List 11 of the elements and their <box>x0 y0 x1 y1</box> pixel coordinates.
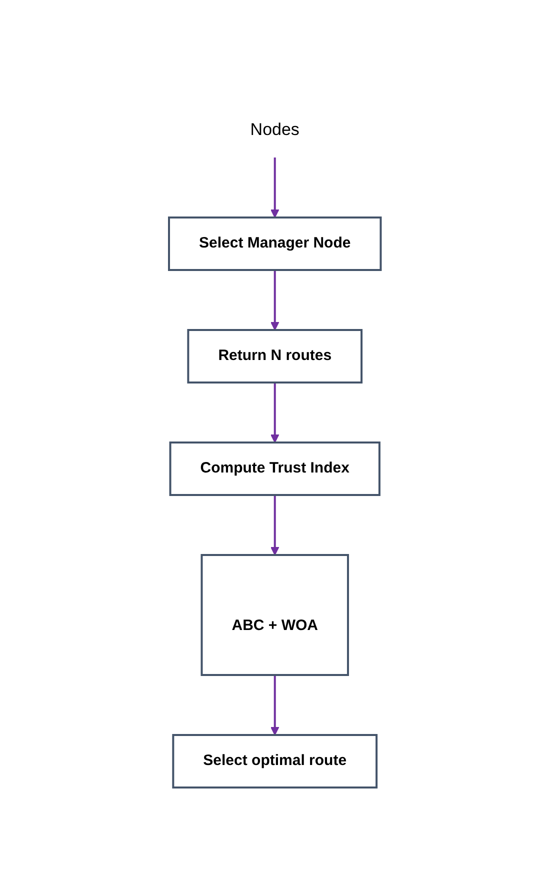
node-box: Select Manager Node <box>168 216 382 272</box>
node-box: Return N routes <box>186 329 362 384</box>
node-box: Select optimal route <box>172 734 378 789</box>
arrow <box>270 675 279 736</box>
arrow <box>270 382 279 444</box>
node-text: Nodes <box>250 120 300 140</box>
arrow <box>270 158 279 218</box>
arrow <box>270 270 279 331</box>
node-box: Compute Trust Index <box>168 442 380 496</box>
node-box: ABC + WOA <box>200 554 349 676</box>
arrow <box>270 495 279 556</box>
